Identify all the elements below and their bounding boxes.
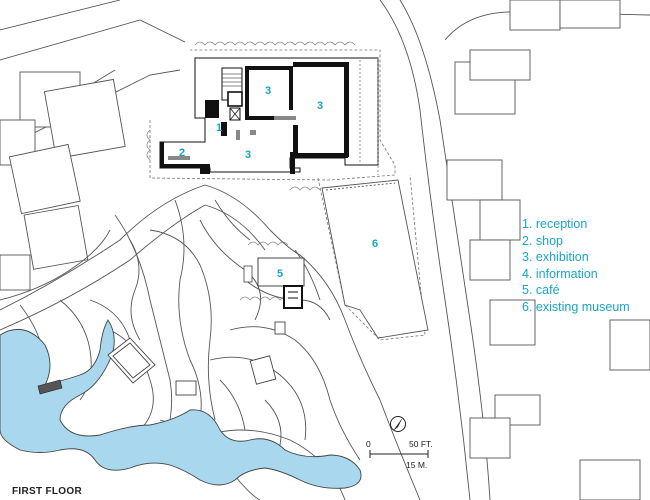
legend-item-cafe: 5. café [522, 283, 560, 297]
legend-item-information: 4. information [522, 266, 598, 281]
room-legend: 1. reception 2. shop 3. exhibition 4. in… [522, 216, 630, 315]
legend-item-existing-museum: 6. existing museum [522, 299, 630, 314]
room-number-exhibition-c: 3 [245, 149, 251, 161]
room-number-exhibition-a: 3 [265, 85, 271, 97]
site-boundary [149, 49, 426, 341]
cafe-building [243, 257, 305, 309]
scale-bar: 0 50 FT. 15 M. [366, 439, 433, 470]
scale-feet-label: 50 FT. [409, 439, 433, 449]
room-number-shop: 2 [179, 147, 185, 159]
museum-building [159, 57, 379, 175]
floor-caption: FIRST FLOOR [12, 486, 82, 497]
existing-museum-building [321, 179, 429, 339]
garden-pavilions [107, 321, 286, 396]
north-arrow-icon [390, 416, 406, 432]
ponds [0, 319, 362, 489]
bridge [37, 379, 63, 395]
room-number-cafe: 5 [277, 268, 283, 280]
room-number-exhibition-b: 3 [317, 100, 323, 112]
legend-item-reception: 1. reception [522, 217, 588, 231]
scale-zero-label: 0 [366, 439, 371, 449]
scale-meters-label: 15 M. [406, 460, 427, 470]
tree-hedges [146, 41, 356, 301]
legend-item-shop: 2. shop [522, 233, 564, 248]
room-number-reception: 1 [216, 122, 222, 134]
legend-item-exhibition: 3. exhibition [522, 250, 589, 264]
room-number-existing-museum: 6 [372, 238, 378, 250]
